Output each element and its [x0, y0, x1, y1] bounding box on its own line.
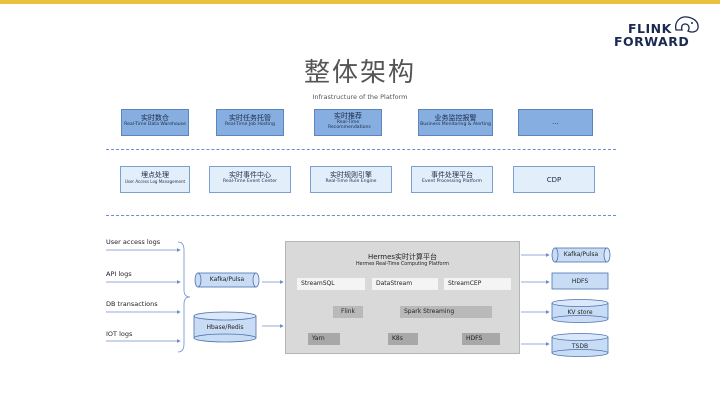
- service-box-label: 实时规则引擎: [330, 171, 372, 179]
- service-box-label: 实时事件中心: [229, 171, 271, 179]
- component-streamcep: StreamCEP: [444, 278, 511, 290]
- service-box-label: 埋点处理: [141, 171, 169, 179]
- app-box-sublabel: Real-Time Recommendations: [328, 120, 371, 131]
- top-accent-bar: [0, 0, 720, 4]
- app-box-label: ...: [552, 118, 559, 126]
- service-box-rule-engine: 实时规则引擎 Real-Time Rule Engine: [310, 166, 392, 193]
- app-box-sublabel: Business Monitoring & Alerting: [420, 122, 491, 127]
- database-cylinder-icon: [193, 311, 257, 343]
- app-box-monitoring: 业务监控报警 Business Monitoring & Alerting: [418, 109, 493, 136]
- sink-label: KV store: [567, 309, 593, 316]
- section-divider: [106, 149, 616, 150]
- service-box-cdp: CDP: [513, 166, 595, 193]
- source-label: IOT logs: [106, 330, 133, 338]
- logo-line1: FLINK: [628, 21, 672, 36]
- ingest-store-label: Hbase/Redis: [206, 324, 244, 331]
- page-title: 整体架构: [303, 58, 416, 88]
- app-box-data-warehouse: 实时数仓 Real-Time Data Warehouse: [121, 109, 189, 136]
- app-box-sublabel: Real-Time Data Warehouse: [124, 122, 186, 127]
- service-box-label: CDP: [546, 176, 562, 184]
- service-box-label: 事件处理平台: [431, 171, 473, 179]
- source-label: API logs: [106, 270, 132, 278]
- component-yarn: Yarn: [308, 333, 340, 345]
- page-subtitle: Infrastructure of the Platform: [312, 93, 408, 101]
- section-divider: [106, 215, 616, 216]
- service-box-sublabel: Event Processing Platform: [422, 179, 482, 184]
- component-datastream: DataStream: [372, 278, 438, 290]
- sink-label: TSDB: [571, 343, 589, 350]
- platform-title: Hermes实时计算平台: [367, 253, 438, 261]
- app-box-label: 业务监控报警: [434, 114, 477, 122]
- app-box-label: 实时数仓: [141, 114, 169, 122]
- source-label: User access logs: [106, 238, 161, 246]
- app-box-recommendations: 实时推荐 Real-Time Recommendations: [314, 109, 382, 136]
- app-box-label: 实时任务托管: [229, 114, 271, 122]
- service-box-event-processing: 事件处理平台 Event Processing Platform: [411, 166, 493, 193]
- squirrel-icon: [674, 16, 699, 33]
- database-cylinder-icon: [551, 333, 609, 357]
- service-box-sublabel: User Access Log Management: [124, 179, 186, 184]
- service-box-sublabel: Real-Time Rule Engine: [325, 179, 377, 184]
- component-spark-streaming: Spark Streaming: [400, 306, 492, 318]
- database-cylinder-icon: [551, 299, 609, 323]
- component-hdfs: HDFS: [462, 333, 500, 345]
- service-box-event-center: 实时事件中心 Real-Time Event Center: [209, 166, 291, 193]
- app-box-job-hosting: 实时任务托管 Real-Time Job Hosting: [216, 109, 284, 136]
- service-box-sublabel: Real-Time Event Center: [223, 179, 277, 184]
- logo-line2: FORWARD: [614, 34, 690, 49]
- app-box-label: 实时推荐: [334, 112, 362, 120]
- ingest-queue-label: Kafka/Pulsa: [209, 276, 245, 283]
- source-label: DB transactions: [106, 300, 158, 308]
- hdfs-sink-box: [551, 272, 609, 290]
- app-box-sublabel: Real-Time Job Hosting: [225, 122, 275, 127]
- app-box-more: ...: [518, 109, 593, 136]
- component-streamsql: StreamSQL: [297, 278, 365, 290]
- sink-label: HDFS: [571, 278, 589, 285]
- queue-pipe-icon: [194, 272, 260, 288]
- sink-label: Kafka/Pulsa: [563, 251, 599, 258]
- component-k8s: K8s: [388, 333, 418, 345]
- service-box-log-management: 埋点处理 User Access Log Management: [120, 166, 190, 193]
- queue-pipe-icon: [551, 247, 611, 263]
- platform-subtitle: Hermes Real-Time Computing Platform: [355, 262, 450, 267]
- component-flink: Flink: [333, 306, 363, 318]
